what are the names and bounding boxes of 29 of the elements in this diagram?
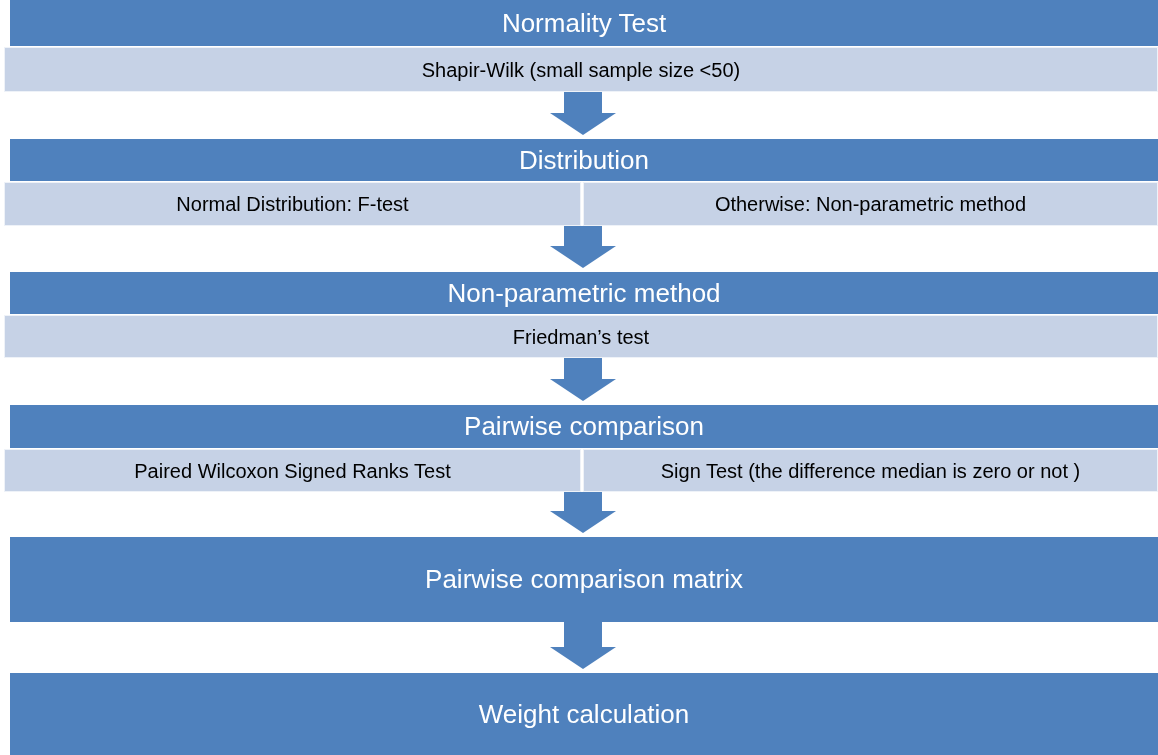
node-text: Friedman’s test — [512, 324, 650, 350]
process-box — [10, 673, 1158, 755]
node-text: Non-parametric method — [447, 276, 721, 310]
sub-band — [4, 182, 581, 226]
header-band — [10, 405, 1158, 448]
node-text: Sign Test (the difference median is zero or not ) — [660, 458, 1081, 484]
node-text: Otherwise: Non-parametric method — [714, 192, 1027, 217]
node-text: Paired Wilcoxon Signed Ranks Test — [134, 458, 451, 484]
sub-band — [583, 182, 1158, 226]
block-arrow — [550, 622, 616, 669]
sub-band — [4, 315, 1158, 358]
node-text: Pairwise comparison matrix — [425, 563, 743, 596]
block-arrow — [550, 226, 616, 268]
block-arrow — [550, 92, 616, 135]
block-arrow — [550, 358, 616, 401]
node-text: Weight calculation — [478, 697, 690, 731]
node-text: Shapir-Wilk (small sample size <50) — [421, 57, 741, 83]
header-band — [10, 139, 1158, 181]
node-text: Distribution — [518, 143, 650, 177]
header-band — [10, 0, 1158, 46]
sub-band — [583, 449, 1158, 492]
node-text: Pairwise comparison — [464, 410, 704, 443]
node-text: Normality Test — [501, 6, 667, 40]
node-text: Normal Distribution: F-test — [176, 192, 409, 217]
sub-band — [4, 449, 581, 492]
process-box — [10, 537, 1158, 622]
header-band — [10, 272, 1158, 314]
block-arrow — [550, 492, 616, 533]
sub-band — [4, 47, 1158, 92]
